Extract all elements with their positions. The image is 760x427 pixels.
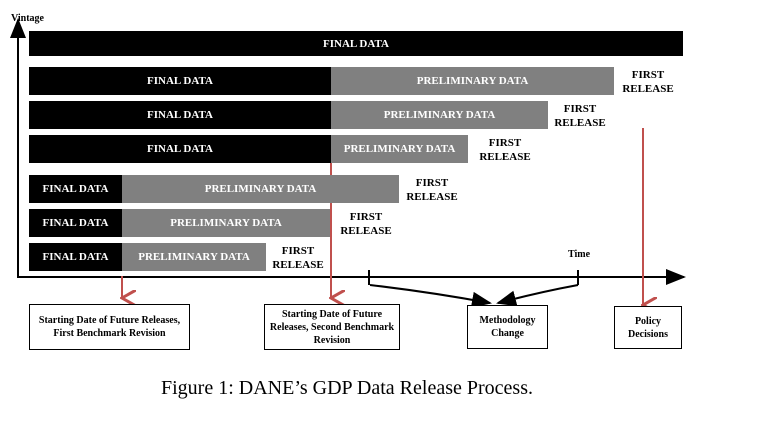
preliminary-data-bar: PRELIMINARY DATA xyxy=(122,243,266,271)
first-release-label: FIRST RELEASE xyxy=(479,137,531,163)
preliminary-data-bar: PRELIMINARY DATA xyxy=(331,67,614,95)
second-benchmark-box: Starting Date of Future Releases, Second… xyxy=(264,304,400,350)
first-release-label: FIRST RELEASE xyxy=(622,69,674,95)
preliminary-data-bar: PRELIMINARY DATA xyxy=(331,135,468,163)
time-axis-label: Time xyxy=(568,249,591,260)
methodology-change-box: Methodology Change xyxy=(467,305,548,349)
final-data-bar: FINAL DATA xyxy=(29,135,331,163)
final-data-bar: FINAL DATA xyxy=(29,243,122,271)
first-release-label: FIRST RELEASE xyxy=(272,245,324,271)
preliminary-data-bar: PRELIMINARY DATA xyxy=(122,209,330,237)
vintage-axis-label: Vintage xyxy=(11,13,44,24)
first-benchmark-box: Starting Date of Future Releases, First … xyxy=(29,304,190,350)
methodology-arrow-left xyxy=(369,284,492,308)
preliminary-data-bar: PRELIMINARY DATA xyxy=(122,175,399,203)
first-release-label: FIRST RELEASE xyxy=(554,103,606,129)
policy-decisions-box: Policy Decisions xyxy=(614,306,682,349)
final-data-bar: FINAL DATA xyxy=(29,31,683,56)
preliminary-data-bar: PRELIMINARY DATA xyxy=(331,101,548,129)
final-data-bar: FINAL DATA xyxy=(29,67,331,95)
methodology-arrow-right xyxy=(496,284,579,307)
final-data-bar: FINAL DATA xyxy=(29,101,331,129)
first-release-label: FIRST RELEASE xyxy=(340,211,392,237)
final-data-bar: FINAL DATA xyxy=(29,209,122,237)
first-release-label: FIRST RELEASE xyxy=(406,177,458,203)
final-data-bar: FINAL DATA xyxy=(29,175,122,203)
figure-caption: Figure 1: DANE’s GDP Data Release Proces… xyxy=(161,377,533,399)
